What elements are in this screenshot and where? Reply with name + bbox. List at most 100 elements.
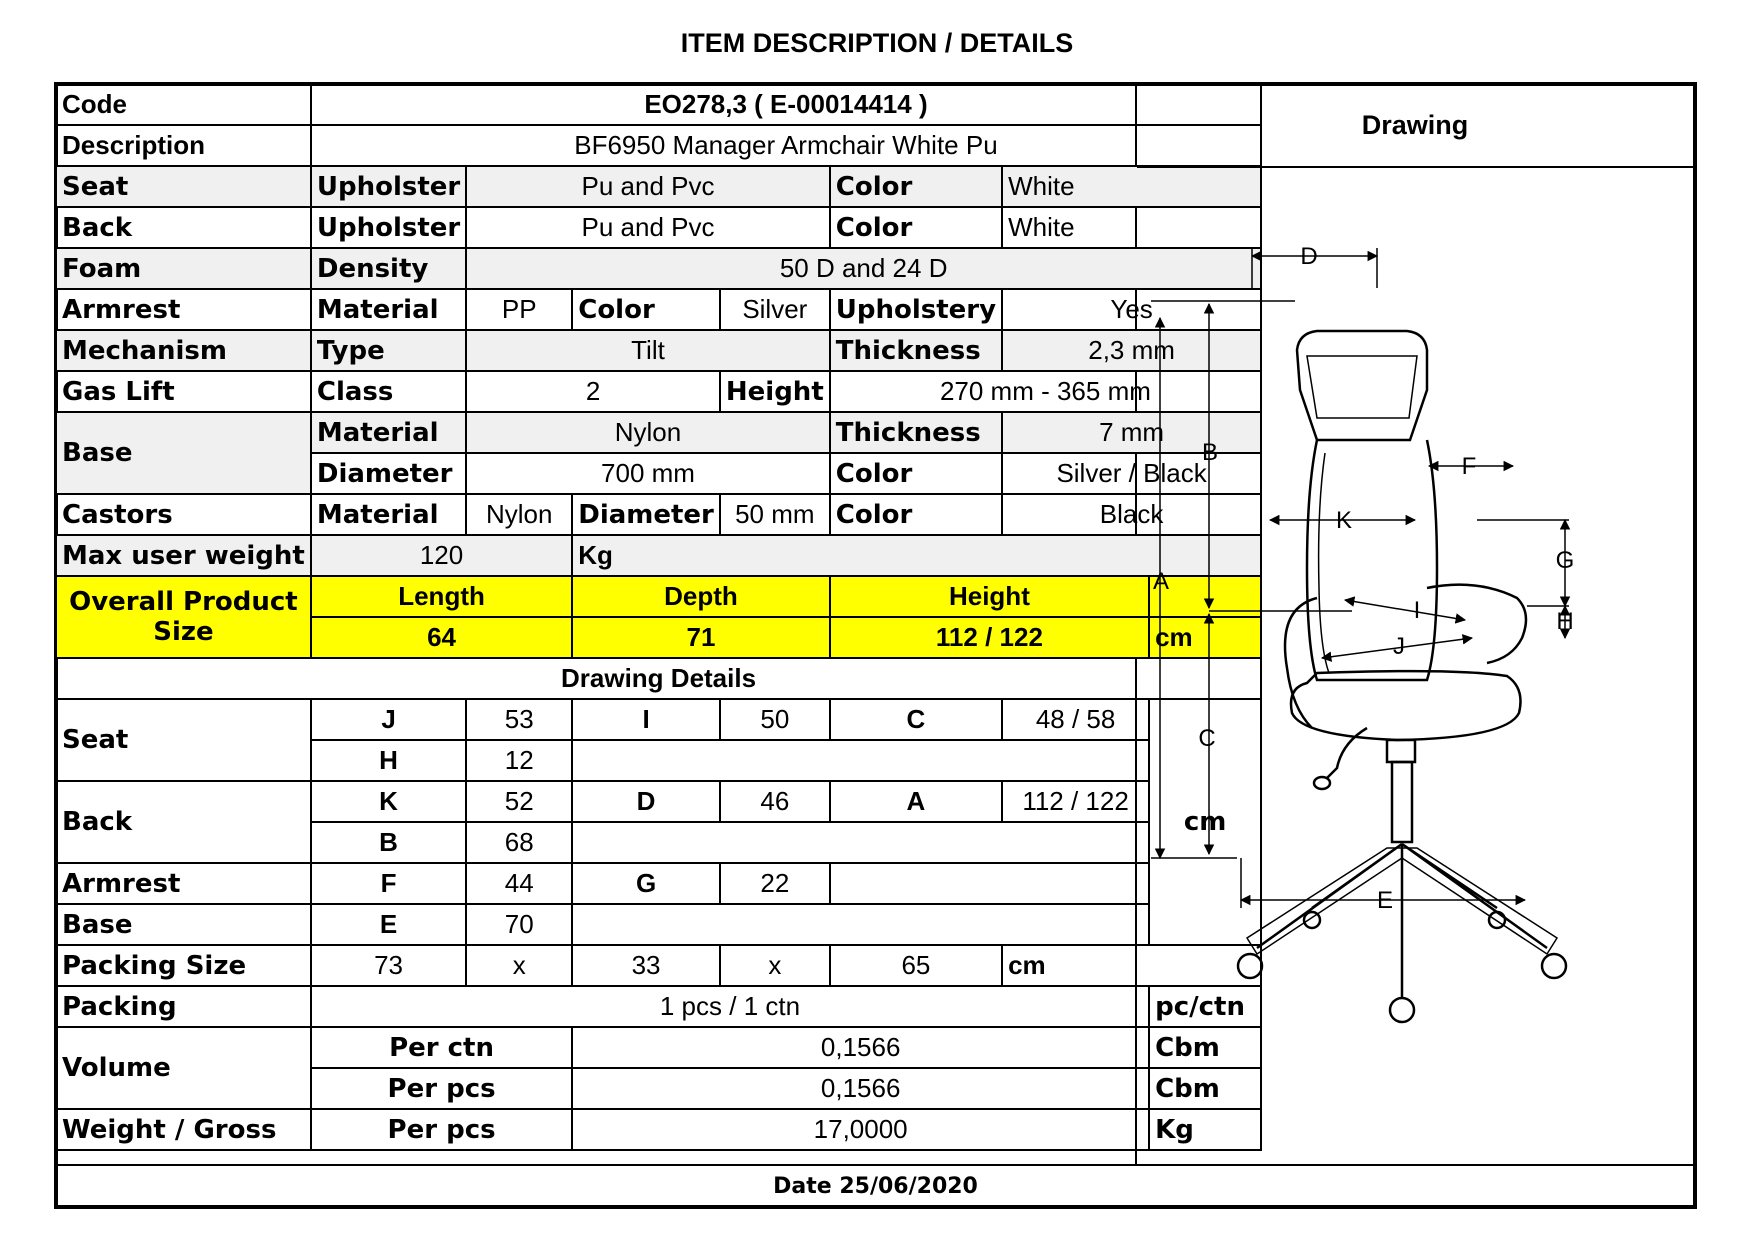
dd-armrest-empty bbox=[828, 862, 1151, 905]
row-seat: Seat Upholster Pu and Pvc Color White bbox=[55, 165, 1263, 208]
dim-letter-G: G bbox=[1556, 547, 1575, 574]
dd-I-value: 50 bbox=[718, 698, 831, 741]
packing-size-x2: x bbox=[718, 944, 831, 987]
packing-size-v1: 73 bbox=[309, 944, 468, 987]
row-packing-size: Packing Size 73 x 33 x 65 cm bbox=[55, 944, 1263, 987]
row-foam: Foam Density 50 D and 24 D bbox=[55, 247, 1263, 290]
chair-drawing: A B C D E F G H I J K bbox=[1151, 243, 1574, 1024]
row-weight: Weight / Gross Per pcs 17,0000 Kg bbox=[55, 1108, 1263, 1151]
dd-F: F bbox=[309, 862, 468, 905]
packing-size-label: Packing Size bbox=[55, 944, 312, 987]
row-gaslift: Gas Lift Class 2 Height 270 mm - 365 mm bbox=[55, 370, 1263, 413]
dd-J: J bbox=[309, 698, 468, 741]
dim-letter-A: A bbox=[1153, 568, 1169, 595]
packing-label: Packing bbox=[55, 985, 312, 1028]
dimension-lines bbox=[1151, 248, 1571, 908]
row-overall-head: Overall Product Size Length Depth Height bbox=[55, 575, 1263, 659]
dim-letter-E: E bbox=[1377, 887, 1393, 914]
mechanism-k2: Thickness bbox=[828, 329, 1004, 372]
seat-v2: White bbox=[1001, 165, 1263, 208]
overall-h3: Height bbox=[828, 575, 1151, 618]
row-dd-back-1: Back K 52 D 46 A 112 / 122 bbox=[55, 780, 1261, 864]
dim-letter-H: H bbox=[1556, 608, 1573, 635]
volume-v2: 0,1566 bbox=[571, 1067, 1151, 1110]
dd-E: E bbox=[309, 903, 468, 946]
castors-v3: Black bbox=[1001, 493, 1263, 536]
armrest-k1: Material bbox=[309, 288, 468, 331]
seat-label: Seat bbox=[55, 165, 312, 208]
overall-h2: Depth bbox=[571, 575, 831, 618]
dd-back-empty bbox=[571, 821, 1151, 864]
foam-label: Foam bbox=[55, 247, 312, 290]
seat-v1: Pu and Pvc bbox=[465, 165, 831, 208]
row-armrest: Armrest Material PP Color Silver Upholst… bbox=[55, 288, 1263, 331]
row-base-2: Diameter 700 mm Color Silver / Black bbox=[56, 452, 1263, 495]
armrest-v2: Silver bbox=[718, 288, 831, 331]
packing-size-unit: cm bbox=[1001, 944, 1263, 987]
dimension-letters: A B C D E F G H I J K bbox=[1153, 243, 1574, 914]
dim-letter-B: B bbox=[1202, 439, 1218, 466]
seat-k2: Color bbox=[828, 165, 1004, 208]
spec-table: Code EO278,3 ( E-00014414 ) Description … bbox=[54, 83, 1263, 1151]
dd-J-value: 53 bbox=[465, 698, 574, 741]
castors-k3: Color bbox=[828, 493, 1004, 536]
dim-letter-K: K bbox=[1336, 507, 1352, 534]
gaslift-v2: 270 mm - 365 mm bbox=[828, 370, 1263, 413]
description-label: Description bbox=[55, 124, 312, 167]
back-label: Back bbox=[55, 206, 312, 249]
armrest-k2: Color bbox=[571, 288, 721, 331]
code-label: Code bbox=[55, 83, 312, 126]
armrest-k3: Upholstery bbox=[828, 288, 1004, 331]
dd-G: G bbox=[571, 862, 721, 905]
dim-letter-I: I bbox=[1414, 597, 1421, 624]
volume-k2: Per pcs bbox=[309, 1067, 574, 1110]
overall-v2: 71 bbox=[571, 616, 831, 659]
dd-E-value: 70 bbox=[465, 903, 574, 946]
mechanism-k1: Type bbox=[309, 329, 468, 372]
gaslift-k2: Height bbox=[718, 370, 831, 413]
dd-base-empty bbox=[571, 903, 1151, 946]
dd-D: D bbox=[571, 780, 721, 823]
row-mechanism: Mechanism Type Tilt Thickness 2,3 mm bbox=[55, 329, 1263, 372]
back-k2: Color bbox=[828, 206, 1004, 249]
castors-v2: 50 mm bbox=[718, 493, 831, 536]
base-v3: 700 mm bbox=[465, 452, 831, 495]
row-base-1: Base Material Nylon Thickness 7 mm bbox=[55, 411, 1263, 495]
dd-K: K bbox=[309, 780, 468, 823]
dd-base-label: Base bbox=[55, 903, 312, 946]
drawing-heading: Drawing bbox=[1137, 84, 1693, 168]
dd-A: A bbox=[828, 780, 1004, 823]
volume-v1: 0,1566 bbox=[571, 1026, 1151, 1069]
packing-size-x1: x bbox=[465, 944, 574, 987]
base-v1: Nylon bbox=[465, 411, 831, 454]
dim-letter-F: F bbox=[1462, 453, 1477, 480]
weight-u1: Kg bbox=[1148, 1108, 1263, 1151]
dd-K-value: 52 bbox=[465, 780, 574, 823]
drawing-details-heading: Drawing Details bbox=[54, 657, 1263, 700]
date-footer: Date 25/06/2020 bbox=[56, 1164, 1695, 1207]
castors-k1: Material bbox=[309, 493, 468, 536]
dd-armrest-label: Armrest bbox=[55, 862, 312, 905]
dim-letter-D: D bbox=[1300, 243, 1317, 270]
dd-seat-label: Seat bbox=[55, 698, 312, 782]
row-packing: Packing 1 pcs / 1 ctn pc/ctn bbox=[55, 985, 1263, 1028]
packing-value: 1 pcs / 1 ctn bbox=[309, 985, 1151, 1028]
base-k3: Diameter bbox=[309, 452, 468, 495]
row-dd-base: Base E 70 bbox=[55, 903, 1261, 946]
dd-C: C bbox=[828, 698, 1004, 741]
castors-label: Castors bbox=[55, 493, 312, 536]
base-v2: 7 mm bbox=[1001, 411, 1263, 454]
dd-H-value: 12 bbox=[465, 739, 574, 782]
row-dd-seat-2: H 12 bbox=[56, 739, 1261, 782]
gaslift-k1: Class bbox=[309, 370, 468, 413]
base-k2: Thickness bbox=[828, 411, 1004, 454]
overall-h1: Length bbox=[309, 575, 574, 618]
row-dd-back-2: B 68 bbox=[56, 821, 1261, 864]
dim-letter-C: C bbox=[1198, 725, 1215, 752]
armrest-label: Armrest bbox=[55, 288, 312, 331]
dd-D-value: 46 bbox=[718, 780, 831, 823]
page-title: ITEM DESCRIPTION / DETAILS bbox=[680, 28, 1074, 58]
mechanism-label: Mechanism bbox=[55, 329, 312, 372]
row-dd-armrest: Armrest F 44 G 22 bbox=[55, 862, 1261, 905]
base-label: Base bbox=[55, 411, 312, 495]
